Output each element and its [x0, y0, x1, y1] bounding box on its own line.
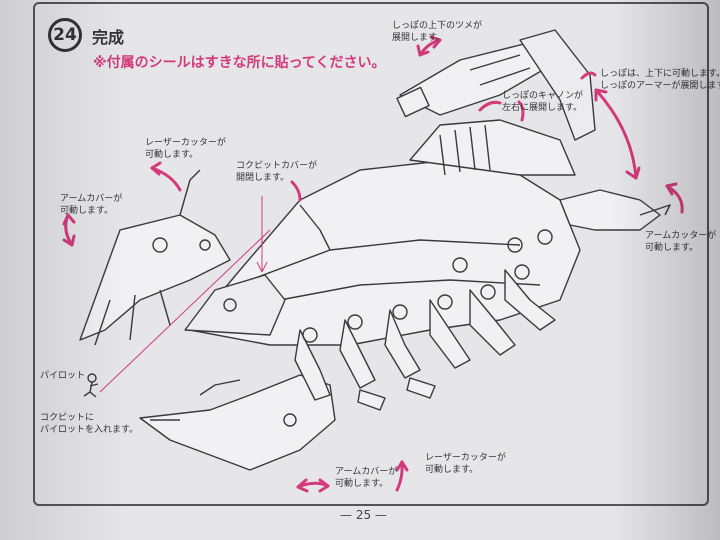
callout-arm-cover-left: アームカバーが可動します。	[60, 194, 123, 216]
callout-tail-movement: しっぽは、上下に可動します。しっぽのアーマーが展開します。	[600, 69, 720, 91]
pilot-figure	[83, 373, 99, 398]
motion-arrows	[62, 35, 684, 493]
left-claw-upper	[79, 214, 231, 341]
legs	[294, 269, 556, 411]
pilot-leader-line	[99, 229, 271, 393]
sticker-note: ※付属のシールはすきな所に貼ってください。	[93, 55, 386, 71]
callout-arm-cutter-right: アームカッターが可動します。	[645, 231, 717, 253]
page-frame	[33, 2, 709, 506]
cockpit-cover	[184, 274, 286, 336]
page-number-value: 25	[355, 508, 372, 522]
page-number: — 25 —	[340, 508, 387, 522]
step-number-badge: 24	[48, 18, 82, 52]
tail-armor-arrow	[580, 71, 597, 80]
leg-joints	[302, 229, 553, 343]
tail-swing-arrow	[594, 88, 638, 180]
tail-cannon-arrow	[478, 100, 502, 112]
left-claw-lower	[139, 374, 336, 471]
callout-tail-claw: しっぽの上下のツメが展開します。	[392, 21, 483, 43]
callout-cockpit-pilot: コクピットにパイロットを入れます。	[40, 413, 139, 435]
cockpit-cover-arrow	[290, 180, 302, 202]
right-arm	[559, 189, 661, 231]
callout-laser-cutter-bottom: レーザーカッターが可動します。	[425, 453, 506, 475]
callout-cockpit-cover: コクピットカバーが開閉します。	[236, 161, 318, 183]
callout-arm-cover-bottom: アームカバーが可動します。	[335, 467, 398, 489]
tail-tip	[519, 29, 596, 141]
tail-cylinder	[409, 119, 576, 176]
callout-pilot: パイロット	[40, 371, 86, 381]
step-title: 完成	[92, 28, 125, 47]
callout-tail-cannon: しっぽのキャノンが左右に展開します。	[502, 91, 584, 113]
callout-laser-cutter-left: レーザーカッターが可動します。	[145, 138, 226, 160]
